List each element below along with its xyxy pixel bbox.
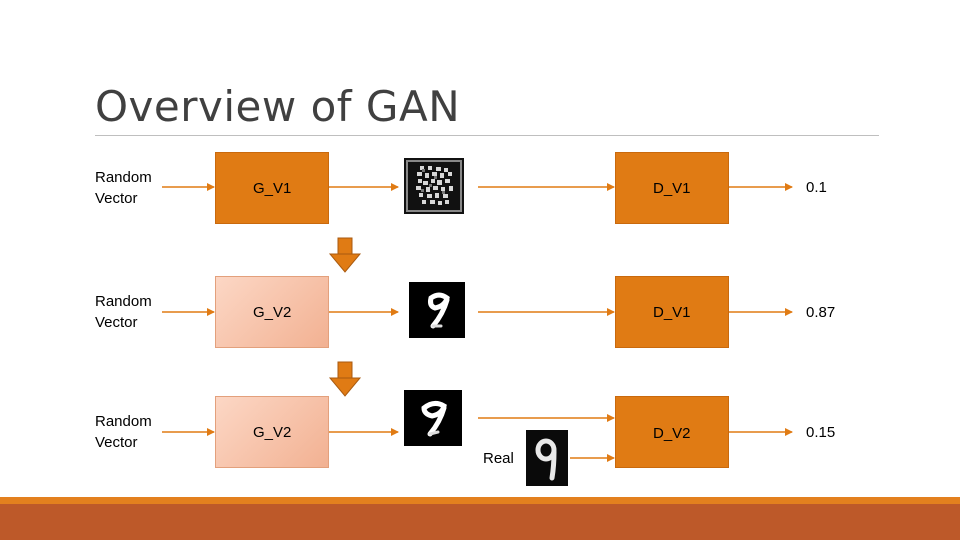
generated-digit-image-row3 [404, 390, 462, 446]
down-arrow-2 [328, 361, 362, 397]
discriminator-box-row2: D_V1 [615, 276, 729, 348]
real-label: Real [483, 450, 514, 467]
output-score-row3: 0.15 [806, 424, 836, 441]
generator-label-row2: G_V2 [253, 303, 292, 321]
output-score-row2: 0.87 [806, 304, 836, 321]
random-vector-label-row2: Random Vector [95, 293, 152, 331]
real-digit-nine [526, 430, 568, 486]
generator-box-row2: G_V2 [215, 276, 329, 348]
generator-box-row3: G_V2 [215, 396, 329, 468]
down-arrow-1 [328, 237, 362, 273]
output-score-row1: 0.1 [806, 179, 827, 196]
generated-digit-image-row2 [409, 282, 465, 338]
footer-accent-line [0, 497, 960, 504]
discriminator-box-row1: D_V1 [615, 152, 729, 224]
slide-title: Overview of GAN [95, 82, 461, 131]
random-vector-label-row1: Random Vector [95, 169, 152, 207]
discriminator-label-row3: D_V2 [653, 425, 691, 442]
discriminator-label-row2: D_V1 [653, 303, 691, 321]
digit-nine-sketch [409, 282, 465, 338]
generator-box-row1: G_V1 [215, 152, 329, 224]
noise-pattern [404, 158, 464, 214]
real-digit-image [526, 430, 568, 486]
generator-label-row3: G_V2 [253, 423, 292, 441]
generator-label-row1: G_V1 [253, 179, 292, 197]
footer-band [0, 504, 960, 540]
discriminator-box-row3: D_V2 [615, 396, 729, 468]
title-divider [95, 135, 879, 136]
random-vector-label-row3: Random Vector [95, 413, 152, 451]
generated-noise-image [404, 158, 464, 214]
discriminator-label-row1: D_V1 [653, 179, 691, 197]
digit-nine-sketch-2 [404, 390, 462, 446]
